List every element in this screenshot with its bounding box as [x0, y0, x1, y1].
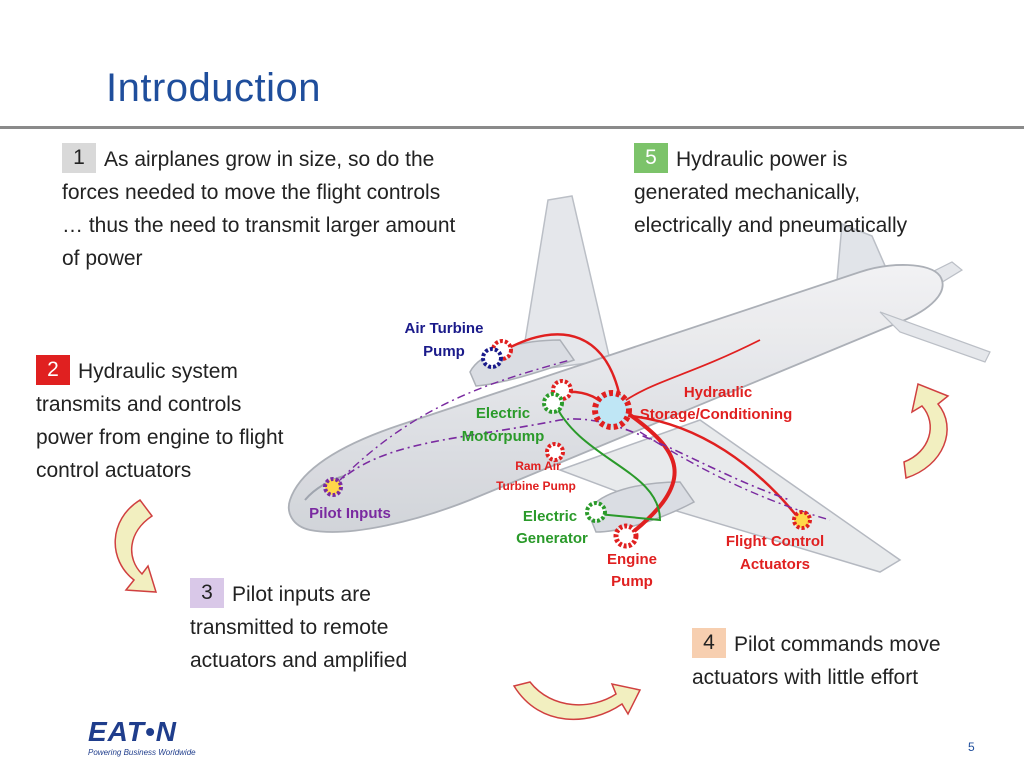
- air-turbine-pump-label: Air Turbine: [405, 320, 484, 337]
- step-badge-1: 1: [62, 143, 96, 173]
- step-badge-2: 2: [36, 355, 70, 385]
- pilot-inputs-icon: [323, 477, 343, 497]
- eaton-logo: EAT•N Powering Business Worldwide: [88, 716, 213, 758]
- ram-air-turbine-pump-icon: [545, 442, 565, 462]
- hydraulic-storage-label: Hydraulic: [684, 384, 752, 401]
- logo-wordmark: EAT•N: [88, 716, 177, 747]
- step-badge-3: 3: [190, 578, 224, 608]
- page-title: Introduction: [106, 66, 322, 110]
- pilot-inputs-label: Pilot Inputs: [309, 505, 391, 522]
- electric-motorpump-icon: [542, 379, 573, 414]
- engine-pump-label: Engine: [607, 551, 657, 568]
- ram-air-turbine-pump-label: Ram Air: [515, 459, 561, 473]
- hydraulic-storage-icon: [592, 390, 632, 430]
- flight-control-actuators-label: Flight Control: [726, 533, 824, 550]
- curved-arrow-icon: [903, 382, 950, 479]
- step-badge-5: 5: [634, 143, 668, 173]
- electric-generator-icon: [585, 501, 607, 523]
- electric-generator-label: Electric: [523, 508, 577, 525]
- flight-control-actuators-icon: [792, 510, 812, 530]
- air-turbine-pump-label: Pump: [423, 343, 465, 360]
- electric-motorpump-label: Motorpump: [462, 428, 544, 445]
- air-turbine-pump-icon: [481, 339, 513, 369]
- info-text-5: Hydraulic power is generated mechanicall…: [634, 148, 908, 237]
- electric-motorpump-label: Electric: [476, 405, 530, 422]
- engine-pump-icon: [613, 523, 639, 549]
- flight-control-actuators-label: Actuators: [740, 556, 810, 573]
- ram-air-turbine-pump-label: Turbine Pump: [496, 479, 576, 493]
- page-number: 5: [968, 740, 975, 754]
- info-text-2: Hydraulic system transmits and controls …: [36, 360, 284, 482]
- curved-arrow-icon: [114, 498, 158, 593]
- step-badge-4: 4: [692, 628, 726, 658]
- hydraulic-storage-label: Storage/Conditioning: [640, 406, 792, 423]
- info-text-3: Pilot inputs are transmitted to remote a…: [190, 583, 408, 672]
- engine-pump-label: Pump: [611, 573, 653, 590]
- info-text-4: Pilot commands move actuators with littl…: [692, 633, 941, 689]
- electric-generator-label: Generator: [516, 530, 588, 547]
- info-text-1: As airplanes grow in size, so do the for…: [62, 148, 456, 270]
- curved-arrow-icon: [512, 681, 642, 721]
- logo-tagline: Powering Business Worldwide: [88, 748, 196, 757]
- title-divider: [0, 126, 1024, 129]
